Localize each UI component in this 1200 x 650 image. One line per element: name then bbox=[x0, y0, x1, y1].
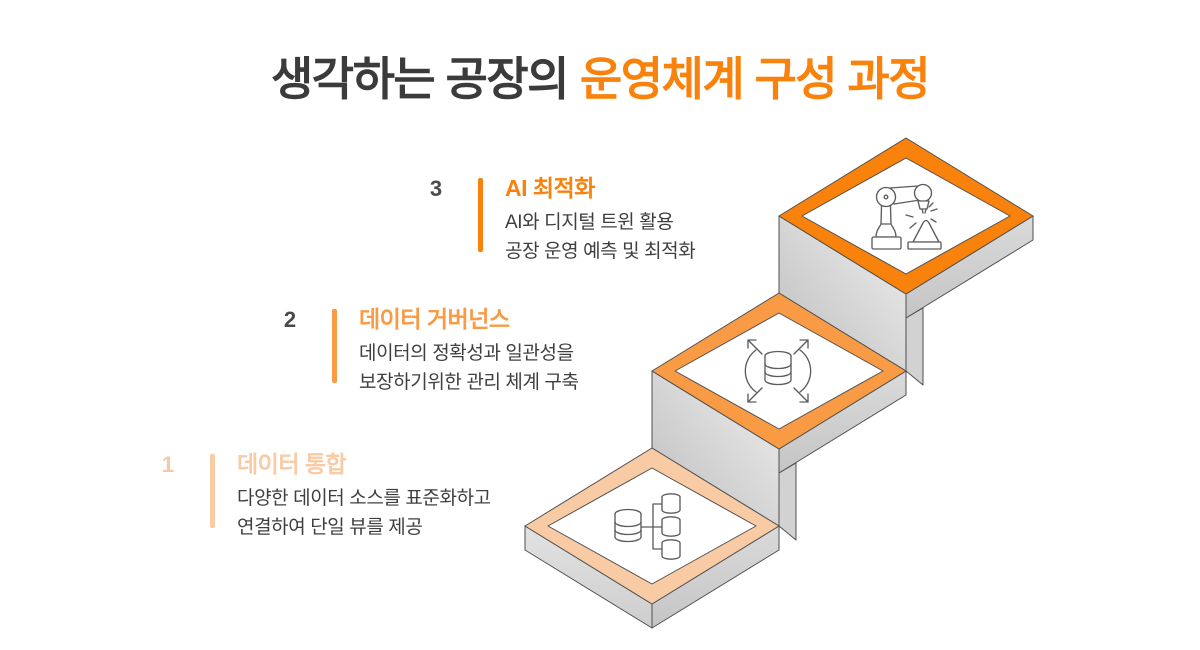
page-title-accent: 운영체계 구성 과정 bbox=[579, 53, 931, 105]
step-3-number: 3 bbox=[429, 176, 443, 201]
data-governance-icon bbox=[744, 339, 812, 403]
step-1-text: 데이터 통합 다양한 데이터 소스를 표준화하고 연결하여 단일 뷰를 제공 bbox=[237, 451, 491, 542]
step-2-accent-bar bbox=[332, 309, 337, 383]
step-1-label: 1 데이터 통합 다양한 데이터 소스를 표준화하고 연결하여 단일 뷰를 제공 bbox=[148, 451, 491, 542]
step-2-corner-strip bbox=[778, 462, 797, 541]
page-title-prefix: 생각하는 공장의 bbox=[270, 53, 570, 105]
step-3-platform-top bbox=[801, 157, 1011, 275]
step-3-description: AI와 디지털 트윈 활용 공장 운영 예측 및 최적화 bbox=[505, 208, 696, 266]
step-3-text: AI 최적화 AI와 디지털 트윈 활용 공장 운영 예측 및 최적화 bbox=[505, 175, 696, 266]
step-3-accent-bar bbox=[478, 178, 483, 252]
step-3-corner-strip bbox=[905, 307, 924, 386]
step-1-description-line-2: 연결하여 단일 뷰를 제공 bbox=[237, 517, 423, 538]
robot-arm-icon bbox=[871, 183, 942, 250]
step-1-description-line-1: 다양한 데이터 소스를 표준화하고 bbox=[237, 488, 491, 509]
step-1-description: 다양한 데이터 소스를 표준화하고 연결하여 단일 뷰를 제공 bbox=[237, 484, 491, 542]
database-integration-icon bbox=[614, 493, 681, 560]
step-2-description-line-1: 데이터의 정확성과 일관성을 bbox=[359, 343, 574, 364]
step-3-title: AI 최적화 bbox=[505, 175, 595, 201]
step-1-accent-bar bbox=[210, 454, 215, 528]
step-2-number: 2 bbox=[283, 307, 297, 332]
step-3-label: 3 AI 최적화 AI와 디지털 트윈 활용 공장 운영 예측 및 최적화 bbox=[416, 175, 696, 266]
step-1-title: 데이터 통합 bbox=[237, 451, 347, 477]
step-1-number: 1 bbox=[161, 452, 175, 477]
step-2-title: 데이터 거버넌스 bbox=[359, 306, 510, 332]
step-1-platform-top bbox=[547, 467, 757, 585]
step-3-description-line-1: AI와 디지털 트윈 활용 bbox=[505, 212, 674, 233]
step-3-description-line-2: 공장 운영 예측 및 최적화 bbox=[505, 241, 696, 262]
step-2-text: 데이터 거버넌스 데이터의 정확성과 일관성을 보장하기위한 관리 체계 구축 bbox=[359, 306, 579, 397]
step-2-description-line-2: 보장하기위한 관리 체계 구축 bbox=[359, 372, 579, 393]
step-2-description: 데이터의 정확성과 일관성을 보장하기위한 관리 체계 구축 bbox=[359, 339, 579, 397]
step-2-label: 2 데이터 거버넌스 데이터의 정확성과 일관성을 보장하기위한 관리 체계 구… bbox=[270, 306, 579, 397]
